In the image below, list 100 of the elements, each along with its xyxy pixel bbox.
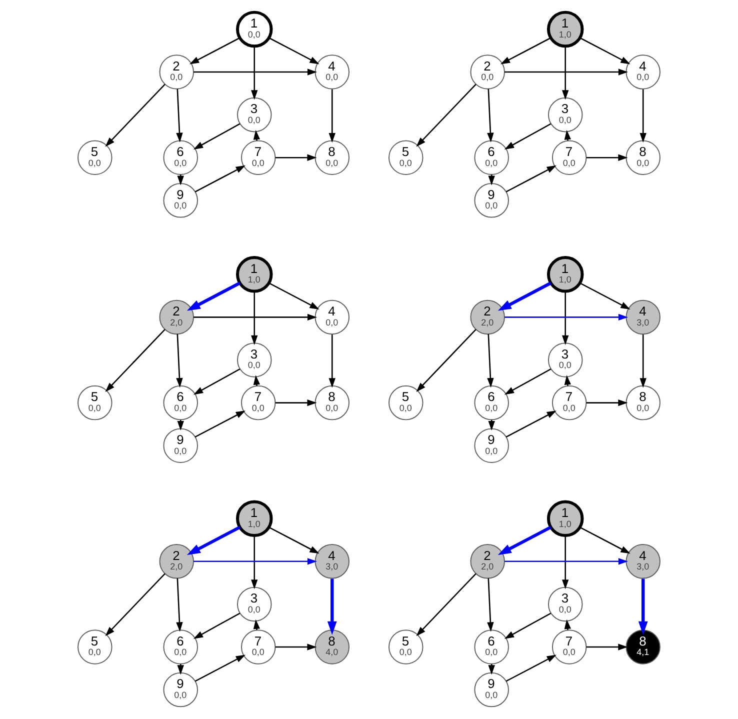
arrow — [328, 89, 336, 143]
node-circle: 3 0,0 — [237, 586, 272, 622]
arrow — [498, 526, 552, 555]
node-circle: 6 0,0 — [474, 140, 509, 175]
node-circle: 1 1,0 — [546, 10, 584, 48]
arrow — [562, 46, 569, 100]
arrow — [194, 410, 246, 438]
arrow — [105, 329, 166, 392]
arrow — [504, 123, 552, 150]
arrow — [176, 334, 183, 388]
arrow — [504, 612, 552, 639]
node-circle: 8 0,0 — [626, 140, 660, 175]
node-circle: 9 0,0 — [474, 672, 509, 708]
arrow — [177, 174, 184, 186]
node-circle: 5 0,0 — [78, 140, 112, 175]
node-circle: 9 0,0 — [163, 183, 198, 218]
arrow — [487, 334, 494, 388]
arrow — [189, 37, 240, 64]
arrow — [562, 536, 569, 590]
node-circle: 5 0,0 — [78, 630, 112, 664]
arrow — [268, 37, 320, 64]
node-circle: 6 0,0 — [474, 630, 509, 664]
arrow — [105, 573, 166, 636]
node-circle: 3 0,0 — [548, 97, 583, 132]
node-circle: 3 0,0 — [237, 97, 272, 132]
arrow — [105, 84, 166, 147]
node-circle: 2 2,0 — [470, 300, 505, 335]
arrow — [586, 154, 628, 161]
arrow — [504, 368, 552, 395]
node-circle: 2 2,0 — [159, 300, 194, 335]
node-circle: 9 0,0 — [474, 428, 509, 463]
node-circle: 4 3,0 — [314, 544, 350, 579]
node-circle: 7 0,0 — [240, 630, 276, 664]
arrow — [504, 314, 628, 321]
arrow — [416, 573, 476, 636]
arrow — [487, 578, 494, 632]
arrow — [176, 88, 183, 142]
node-circle: 5 0,0 — [388, 385, 424, 420]
arrow — [640, 89, 646, 143]
node-circle: 1 1,0 — [546, 256, 584, 293]
arrow — [586, 399, 628, 406]
node-circle: 4 0,0 — [626, 54, 660, 90]
arrow — [504, 558, 628, 565]
node-circle: 5 0,0 — [78, 385, 112, 420]
node-circle: 1 1,0 — [546, 500, 584, 537]
arrow — [268, 526, 320, 554]
node-circle: 8 0,0 — [314, 385, 350, 420]
node-circle: 8 0,0 — [314, 140, 350, 175]
node-circle: 2 2,0 — [470, 544, 505, 579]
node-circle: 9 0,0 — [163, 672, 198, 708]
node-circle: 1 1,0 — [236, 256, 273, 293]
node-circle: 5 0,0 — [388, 140, 424, 175]
arrow — [328, 334, 336, 388]
arrow — [506, 165, 556, 192]
arrow — [275, 154, 317, 161]
node-circle: 3 0,0 — [548, 586, 583, 622]
arrow — [193, 368, 240, 395]
node-circle: 4 3,0 — [626, 544, 660, 579]
arrow — [638, 578, 648, 635]
arrow — [416, 329, 476, 392]
node-circle: 2 0,0 — [470, 54, 505, 90]
arrow — [194, 68, 318, 76]
arrow — [500, 37, 552, 64]
node-circle: 4 0,0 — [314, 300, 350, 335]
node-circle: 8 0,0 — [626, 385, 660, 420]
arrow — [506, 654, 556, 682]
arrow — [193, 123, 240, 150]
arrow — [176, 578, 183, 632]
arrow — [640, 334, 646, 388]
node-circle: 3 0,0 — [237, 342, 272, 378]
arrow — [194, 654, 246, 682]
arrow — [186, 282, 240, 311]
node-circle: 1 1,0 — [236, 500, 273, 537]
node-circle: 8 4,0 — [314, 630, 350, 664]
node-circle: 6 0,0 — [163, 630, 198, 664]
node-circle: 2 0,0 — [159, 54, 194, 90]
arrow — [487, 88, 494, 142]
arrow — [186, 526, 240, 555]
arrow — [580, 526, 630, 554]
node-circle: 6 0,0 — [163, 140, 198, 175]
node-circle: 7 0,0 — [240, 140, 276, 175]
arrow — [327, 578, 337, 635]
node-circle: 4 0,0 — [314, 54, 350, 90]
arrow — [580, 282, 630, 310]
arrow — [275, 644, 317, 650]
arrow — [251, 292, 258, 345]
node-circle: 6 0,0 — [163, 385, 198, 420]
arrow — [504, 68, 628, 76]
arrow — [275, 399, 317, 406]
node-circle: 1 0,0 — [236, 10, 273, 48]
arrow — [251, 536, 258, 590]
node-circle: 8 4,1 — [626, 630, 660, 664]
arrow — [268, 282, 320, 310]
node-circle: 9 0,0 — [474, 183, 509, 218]
arrow — [586, 644, 628, 650]
arrow — [506, 410, 556, 438]
node-circle: 5 0,0 — [388, 630, 424, 664]
node-circle: 6 0,0 — [474, 385, 509, 420]
arrow — [194, 314, 318, 321]
arrow — [193, 612, 240, 639]
